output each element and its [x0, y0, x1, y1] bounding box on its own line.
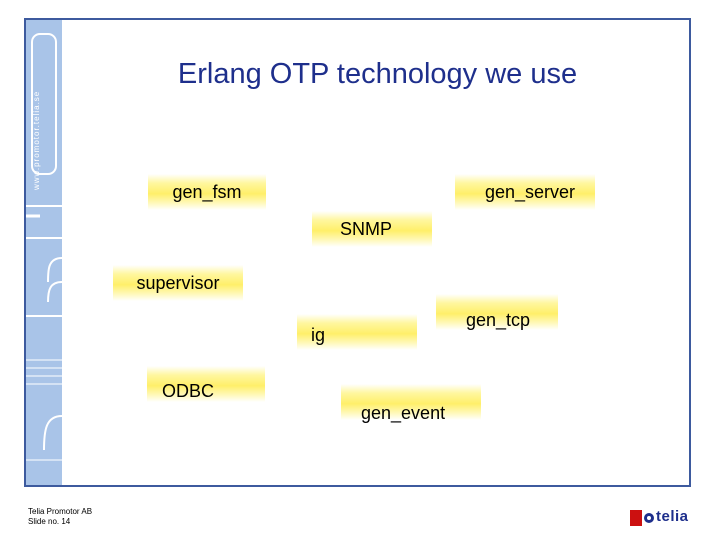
- tag-label: SNMP: [339, 218, 392, 239]
- tag-gen-event: gen_event: [341, 384, 481, 423]
- tag-gen-fsm: gen_fsm: [148, 174, 266, 210]
- tag-label: gen_event: [361, 402, 446, 423]
- footer-slide-number: Slide no. 14: [28, 517, 71, 526]
- tag-supervisor: supervisor: [113, 265, 243, 301]
- tag-odbc: ODBC: [147, 366, 265, 402]
- logo-text: telia: [656, 508, 689, 525]
- sidebar-decoration-icon: [26, 33, 62, 461]
- tag-gen-server: gen_server: [455, 174, 595, 210]
- slide-title: Erlang OTP technology we use: [177, 58, 578, 90]
- tag-ig: ig: [297, 314, 417, 350]
- tag-label: gen_server: [484, 181, 575, 202]
- tag-gen-tcp: gen_tcp: [436, 294, 558, 330]
- logo-star-icon: [644, 513, 654, 523]
- tag-label: ODBC: [162, 380, 215, 401]
- tag-snmp: SNMP: [312, 211, 432, 247]
- logo-mark-icon: [630, 510, 642, 526]
- telia-logo: telia: [630, 508, 700, 526]
- tag-label: gen_tcp: [465, 309, 530, 330]
- slide-footer: Telia Promotor AB Slide no. 14: [28, 507, 92, 527]
- decorative-sidebar: www.promotor.telia.se: [26, 20, 62, 485]
- tag-label: gen_fsm: [172, 181, 242, 202]
- tag-label: supervisor: [136, 272, 220, 293]
- sidebar-url: www.promotor.telia.se: [32, 90, 41, 190]
- footer-company: Telia Promotor AB: [28, 507, 93, 516]
- tag-label: ig: [311, 324, 326, 345]
